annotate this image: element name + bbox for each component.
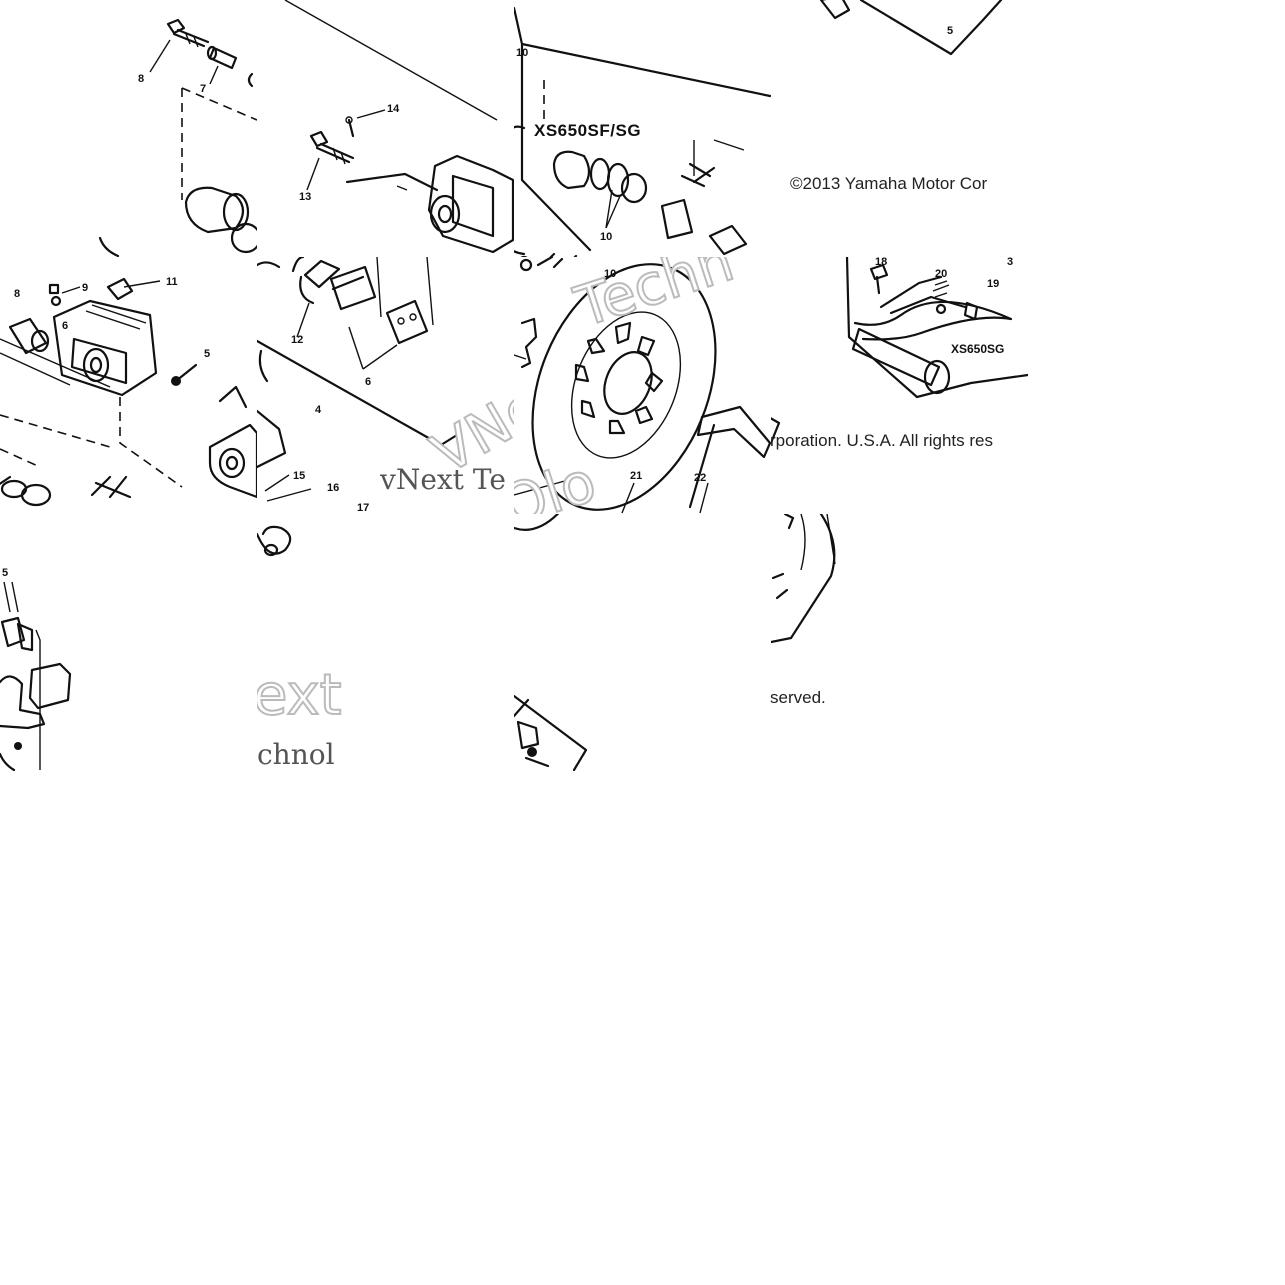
diagram-tile-r2c3: [771, 514, 1028, 771]
cable-arm-drawing: [853, 275, 1013, 341]
callout-7: 7: [200, 83, 206, 95]
watermark-outline-c: ext: [257, 663, 342, 728]
callout-18: 18: [875, 257, 887, 268]
model-label-xs650sf-sg: XS650SF/SG: [534, 121, 641, 140]
cap-11-drawing: [106, 277, 134, 301]
bolt-18-drawing: [869, 263, 889, 295]
copyright-line-3: served.: [770, 688, 826, 707]
callout-17: 17: [357, 502, 369, 514]
watermark-overlay-r1c2: Techn Olo: [514, 257, 742, 514]
callout-13: 13: [299, 191, 311, 203]
caliper-body-drawing: [427, 154, 514, 254]
callout-6: 6: [62, 320, 68, 332]
bleeder-9-drawing: [48, 283, 62, 307]
callout-6b: 6: [365, 376, 371, 388]
bolt-6-drawing: [8, 317, 50, 355]
callout-9: 9: [82, 282, 88, 294]
diagram-tile-r0c2: XS650SF/SG 10 10: [514, 0, 771, 257]
seal-kit-drawing: [552, 150, 648, 204]
caliper-half-drawing: [52, 299, 158, 397]
callout-5: 5: [947, 25, 953, 37]
callout-20: 20: [935, 268, 947, 280]
diagram-tile-r2c0: 5: [0, 514, 257, 771]
watermark-outline-a: Techn: [567, 257, 741, 341]
watermark-overlay-r1c1: VNe: [421, 373, 515, 489]
model-label-xs650sg: XS650SG: [951, 342, 1004, 356]
pin-14-drawing: [345, 116, 355, 138]
watermark-serif-b: chnol: [257, 738, 335, 771]
callout-15: 15: [293, 470, 305, 482]
callout-19: 19: [987, 278, 999, 290]
bracket-bottom-drawing: [0, 662, 72, 750]
callout-8: 8: [138, 73, 144, 85]
pad-spring-drawing: [680, 162, 716, 188]
callout-4: 4: [315, 404, 322, 416]
bolt-13-drawing: [309, 130, 355, 165]
diagram-tile-r1c2: 21 22 10: [514, 257, 771, 514]
torque-rod-drawing: [688, 405, 771, 509]
watermark-serif-a: vNext Te: [380, 463, 506, 496]
anti-rattle-spring-drawing: [299, 259, 341, 305]
diagram-tile-r0c0: 8 7: [0, 0, 257, 257]
copyright-line-1: ©2013 Yamaha Motor Cor: [790, 174, 988, 193]
diagram-tile-r2c2: [514, 514, 771, 771]
callout-10c: 10: [604, 268, 616, 280]
caliper-fragment-drawing: [516, 720, 550, 768]
rod-drawing: [851, 327, 951, 395]
diagram-tile-r1c0: 8 9 11 5 6: [0, 257, 257, 514]
pin-7-drawing: [206, 45, 238, 70]
callout-14: 14: [387, 103, 400, 115]
diagram-tile-r1c1: 12 6 4 15 16 17: [257, 257, 514, 514]
callout-3b: 3: [1007, 257, 1013, 268]
callout-5b: 5: [204, 348, 210, 360]
brake-pad-drawing: [660, 198, 748, 256]
diagram-tile-r0c3: 3 2 5: [771, 0, 1028, 257]
mount-bracket-drawing: [257, 409, 287, 469]
pad-bottom-drawing: [0, 616, 34, 652]
callout-10: 10: [600, 231, 612, 243]
piston-drawing: [184, 186, 257, 254]
callout-21: 21: [630, 470, 642, 482]
diagram-tile-r0c1: 14 13: [257, 0, 514, 257]
seal-rings-drawing: [0, 475, 52, 507]
bolt-8-drawing: [166, 18, 210, 48]
callout-8b: 8: [14, 288, 20, 300]
bracket-4-drawing: [208, 423, 257, 499]
watermark-outline-d: Olo: [514, 449, 604, 514]
nut-19-drawing: [963, 301, 979, 321]
callout-22: 22: [694, 472, 706, 484]
copyright-line-2: rporation. U.S.A. All rights res: [770, 431, 993, 450]
diagram-tile-r2c1: ext: [257, 514, 514, 771]
screw-5-drawing: [171, 363, 198, 386]
brake-pad-pair-drawing: [329, 265, 429, 345]
diagram-tile-r1c3: XS650SG 3 18 20 19: [771, 257, 1028, 514]
callout-11: 11: [166, 276, 178, 288]
callout-16: 16: [327, 482, 339, 494]
callout-12: 12: [291, 334, 303, 346]
spring-20-drawing: [932, 280, 950, 315]
callout-10b: 10: [516, 47, 528, 59]
watermark-outline-b: VNe: [422, 374, 515, 488]
callout-5c: 5: [2, 567, 8, 579]
